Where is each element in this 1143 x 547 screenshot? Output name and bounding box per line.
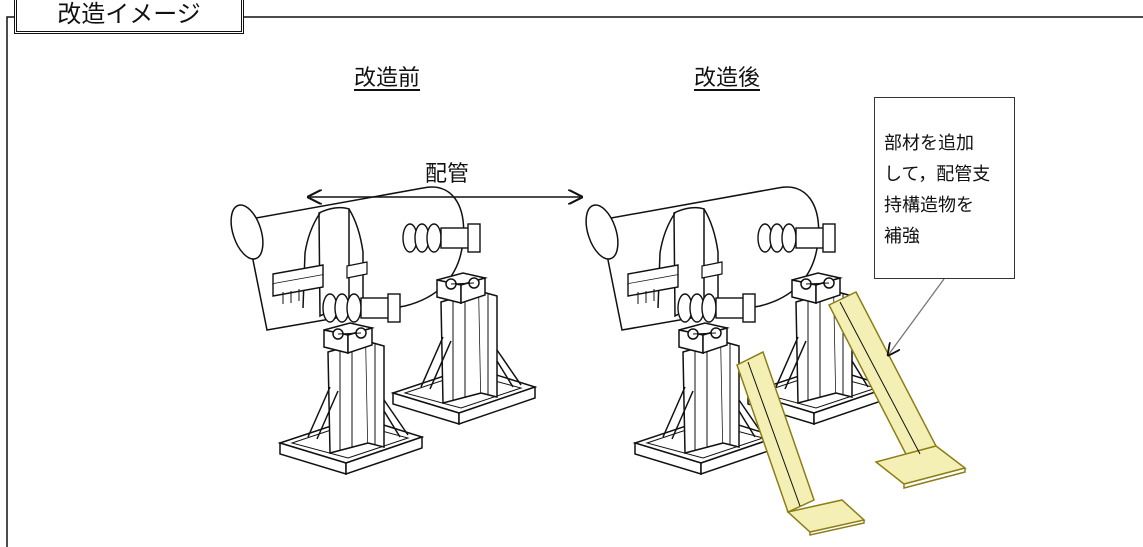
callout-line-4: 補強 [884,226,920,247]
reinforcement-callout-arrow [889,278,945,354]
frame-title-tab: 改造イメージ [14,0,244,34]
added-reinforcement-member-left [736,350,866,536]
pipe-label: 配管 [425,162,470,187]
before-modification-illustration [225,187,535,474]
added-reinforcement-member-right [827,291,967,489]
reinforcement-callout-box: 部材を追加 して，配管支 持構造物を 補強 [874,97,1015,279]
frame-title: 改造イメージ [57,0,201,28]
after-heading: 改造後 [694,66,761,91]
after-modification-illustration [580,187,967,536]
callout-line-2: して，配管支 [884,164,991,185]
before-heading: 改造前 [354,66,421,91]
callout-line-1: 部材を追加 [884,133,974,154]
outer-frame [6,16,1143,547]
callout-line-3: 持構造物を [884,195,974,216]
